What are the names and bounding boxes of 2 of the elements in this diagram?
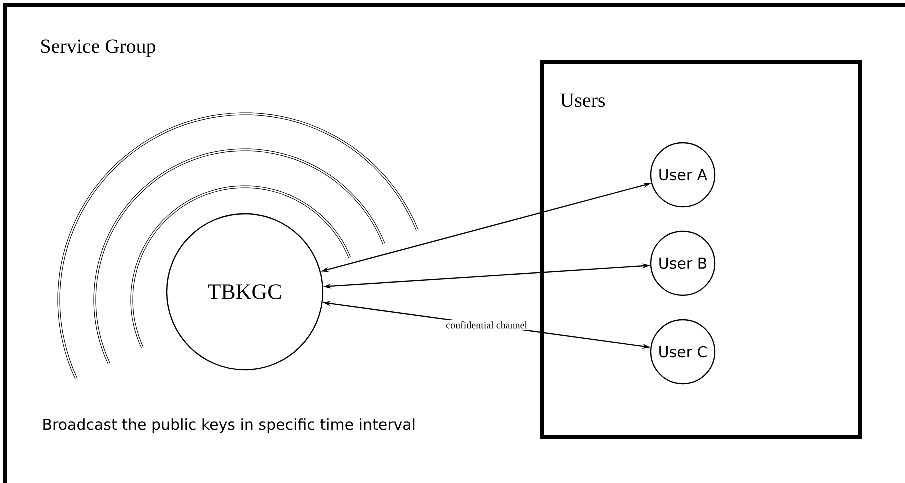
edge-label: confidential channel <box>444 320 529 330</box>
caption-text: Broadcast the public keys in specific time interval <box>44 418 415 434</box>
